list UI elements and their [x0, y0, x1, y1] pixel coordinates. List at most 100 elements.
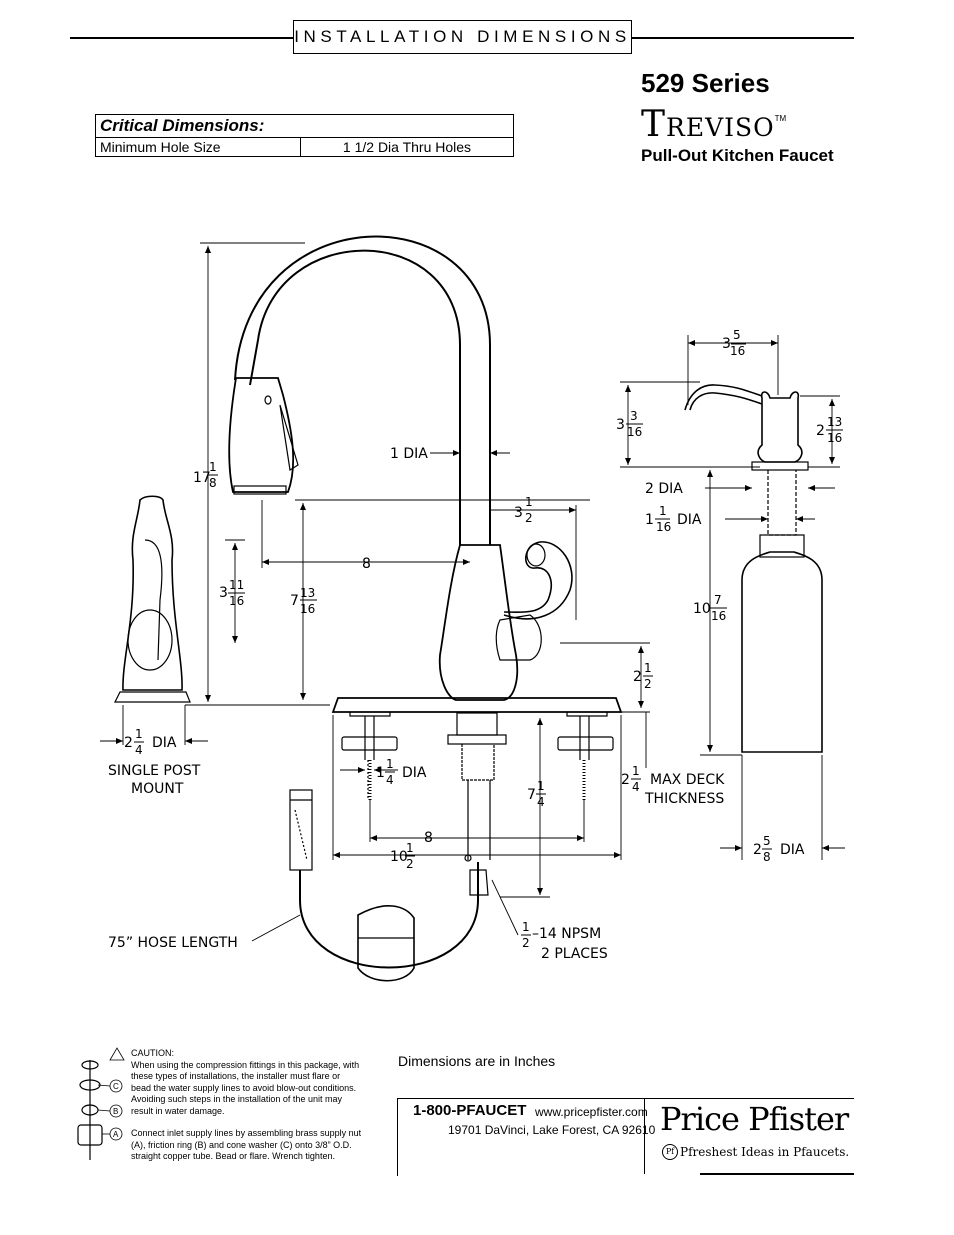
dim-deck-text-2: THICKNESS — [644, 791, 724, 807]
dim-handle-height-num: 1 — [644, 661, 652, 675]
dim-npsm-places: 2 PLACES — [541, 946, 608, 962]
dim-post-dia-num: 1 — [135, 727, 143, 741]
address: 19701 DaVinci, Lake Forest, CA 92610 — [448, 1123, 656, 1137]
caution-title: CAUTION: — [131, 1048, 175, 1058]
dim-soap-spout-den: 16 — [627, 425, 642, 439]
dim-shank-dia-whole: 1 — [376, 765, 385, 781]
footer-rule — [700, 1173, 854, 1175]
dim-reach: 8 — [362, 556, 371, 572]
caution-line: Avoiding such steps in the installation … — [131, 1094, 342, 1104]
caution-line: When using the compression fittings in t… — [131, 1059, 360, 1070]
brand-name: TREVISOTM — [641, 104, 786, 145]
dim-spacing-whole: 10 — [390, 849, 408, 865]
caution-line: these types of installations, the instal… — [131, 1071, 341, 1081]
dim-bottle-whole: 2 — [753, 842, 762, 858]
table-row: Minimum Hole Size 1 1/2 Dia Thru Holes — [95, 137, 514, 157]
dim-soap-shank-suffix: DIA — [677, 512, 702, 528]
dim-shank-len-den: 4 — [537, 795, 545, 809]
hole-size-value: 1 1/2 Dia Thru Holes — [300, 137, 514, 157]
dim-shank-dia-den: 4 — [386, 773, 394, 787]
units-note: Dimensions are in Inches — [398, 1053, 556, 1069]
dim-soap-len-den: 16 — [711, 609, 726, 623]
connect-line: (A), friction ring (B) and cone washer (… — [131, 1139, 352, 1150]
pf-mark-icon: Pf — [662, 1144, 678, 1160]
connect-instructions: Connect inlet supply lines by assembling… — [131, 1128, 361, 1163]
dim-post-dia-den: 4 — [135, 743, 143, 757]
dim-overall-height-num: 1 — [209, 460, 217, 474]
caution-line: result in water damage. — [131, 1105, 225, 1116]
header-rule-right — [632, 37, 854, 39]
dim-deck-num: 1 — [632, 764, 640, 778]
dim-npsm-text: –14 NPSM — [532, 926, 601, 942]
single-post-label-2: MOUNT — [131, 781, 184, 797]
dim-bottle-num: 5 — [763, 834, 771, 848]
dim-npsm-num: 1 — [522, 920, 530, 934]
dim-overall-height-den: 8 — [209, 476, 217, 490]
series-label: 529 Series — [641, 68, 770, 98]
phone-number: 1-800-PFAUCET — [413, 1102, 527, 1119]
header-rule-left — [70, 37, 293, 39]
dim-handle-height-whole: 2 — [633, 669, 642, 685]
dim-shank-dia-suffix: DIA — [402, 765, 427, 781]
dim-soap-top-den: 16 — [827, 431, 842, 445]
dim-soap-spout-num: 3 — [630, 409, 638, 423]
dim-soap-reach-num: 5 — [733, 328, 741, 342]
warning-icon — [109, 1047, 125, 1061]
dim-shank-dia-num: 1 — [386, 757, 394, 771]
dim-handle-height-den: 2 — [644, 677, 652, 691]
hole-size-label: Minimum Hole Size — [95, 137, 301, 157]
dim-soap-shank-den: 16 — [656, 520, 671, 534]
dim-soap-reach-den: 16 — [730, 344, 745, 358]
dim-soap-top-whole: 2 — [816, 423, 825, 439]
brand-rest: REVISO — [666, 113, 775, 142]
website-link[interactable]: www.pricepfister.com — [535, 1105, 648, 1119]
dim-npsm-den: 2 — [522, 936, 530, 950]
fitting-illustration — [77, 1060, 103, 1160]
dim-spout-clear-whole: 7 — [290, 593, 299, 609]
dim-soap-len-num: 7 — [714, 593, 722, 607]
mounting-bolt-left — [341, 712, 398, 800]
dim-spacing-8: 8 — [424, 830, 433, 846]
dim-soap-spout-whole: 3 — [616, 417, 625, 433]
dim-soap-2dia: 2 DIA — [645, 481, 683, 497]
logo-box — [644, 1098, 854, 1174]
dim-post-dia-whole: 2 — [124, 735, 133, 751]
mounting-bolt-right — [557, 712, 614, 800]
dim-post-dia-suffix: DIA — [152, 735, 177, 751]
dim-shank-len-whole: 7 — [527, 787, 536, 803]
dim-deck-text-1: MAX DECK — [650, 772, 725, 788]
connect-line: straight copper tube. Bead or flare. Wre… — [131, 1151, 335, 1161]
tagline: Pfreshest Ideas in Pfaucets. — [680, 1145, 850, 1159]
dim-side-height-den: 16 — [229, 594, 244, 608]
dim-shank-len-num: 1 — [537, 779, 545, 793]
dim-soap-shank-whole: 1 — [645, 512, 654, 528]
dim-soap-len-whole: 10 — [693, 601, 711, 617]
dim-spout-clear-num: 13 — [300, 586, 315, 600]
dim-soap-shank-num: 1 — [659, 504, 667, 518]
dim-side-height-num: 11 — [229, 578, 244, 592]
dim-spout-offset-num: 1 — [525, 495, 533, 509]
dim-side-height-whole: 3 — [219, 585, 228, 601]
soap-dispenser-drawing — [684, 384, 823, 753]
dim-hose-length: 75” HOSE LENGTH — [108, 935, 238, 951]
caution-block: CAUTION: When using the compression fitt… — [131, 1048, 359, 1117]
single-post-drawing — [114, 495, 191, 703]
label-c: C — [113, 1082, 119, 1091]
dim-spout-clear-den: 16 — [300, 602, 315, 616]
critical-heading: Critical Dimensions: — [95, 114, 514, 138]
connect-line: Connect inlet supply lines by assembling… — [131, 1128, 362, 1138]
dim-spacing-num: 1 — [406, 841, 414, 855]
dim-spacing-den: 2 — [406, 857, 414, 871]
dim-soap-top-num: 13 — [827, 415, 842, 429]
label-b: B — [113, 1107, 118, 1116]
dim-spout-offset-den: 2 — [525, 511, 533, 525]
label-a: A — [113, 1130, 119, 1139]
dim-deck-den: 4 — [632, 780, 640, 794]
faucet-drawing — [228, 235, 623, 982]
dim-bottle-suffix: DIA — [780, 842, 805, 858]
dim-soap-reach-whole: 3 — [722, 336, 731, 352]
dim-spout-dia: 1 DIA — [390, 446, 428, 462]
dim-overall-height-whole: 17 — [193, 470, 211, 486]
critical-dimensions-table: Critical Dimensions: Minimum Hole Size 1… — [95, 114, 514, 157]
